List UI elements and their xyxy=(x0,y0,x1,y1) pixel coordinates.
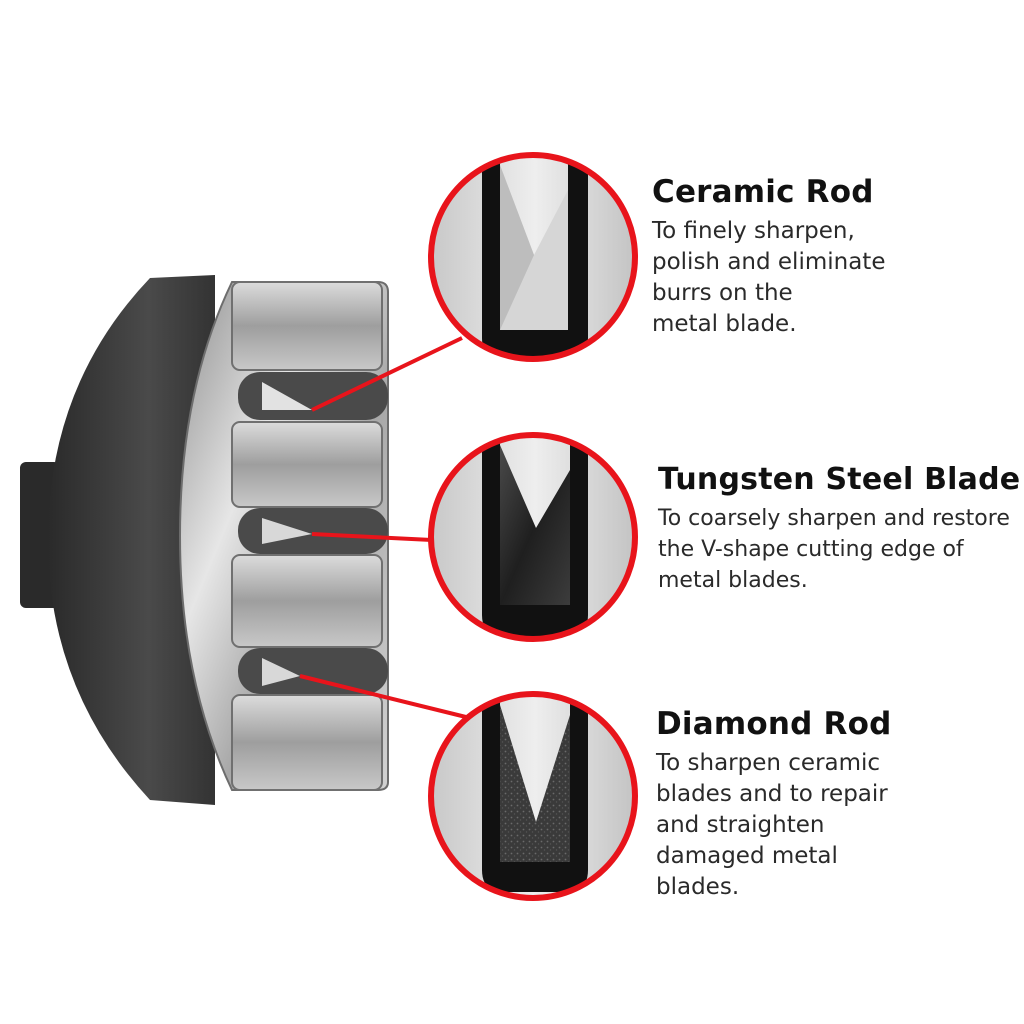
black-housing xyxy=(48,275,215,805)
connector-line-tungsten xyxy=(311,532,433,542)
slot-tungsten xyxy=(238,508,388,554)
feature-title: Diamond Rod xyxy=(656,706,892,742)
connector-line-ceramic xyxy=(311,336,463,412)
finger-middle-lower xyxy=(231,554,383,648)
sharpener-body xyxy=(20,275,389,805)
feature-description: To finely sharpen, polish and eliminate … xyxy=(652,218,886,337)
feature-ceramic-rod: Ceramic Rod To finely sharpen, polish an… xyxy=(652,174,992,340)
slot-ceramic xyxy=(238,372,388,420)
feature-tungsten-steel-blade: Tungsten Steel Blade To coarsely sharpen… xyxy=(658,462,1024,596)
feature-title: Ceramic Rod xyxy=(652,174,874,210)
slot-diamond-rod xyxy=(262,658,300,686)
zoom-circle-ceramic xyxy=(428,152,638,362)
feature-title: Tungsten Steel Blade xyxy=(658,462,1021,497)
feature-description: To coarsely sharpen and restore the V-sh… xyxy=(658,506,1010,593)
feature-diamond-rod: Diamond Rod To sharpen ceramic blades an… xyxy=(656,706,956,903)
connector-line-diamond xyxy=(299,674,471,720)
zoom-circle-tungsten xyxy=(428,432,638,642)
slot-tungsten-blade xyxy=(262,518,312,544)
slot-diamond xyxy=(238,648,388,694)
finger-middle-upper xyxy=(231,421,383,508)
zoom-circle-diamond xyxy=(428,691,638,901)
slot-ceramic-rod xyxy=(262,382,312,410)
feature-description: To sharpen ceramic blades and to repair … xyxy=(656,750,888,900)
finger-bottom xyxy=(231,694,383,791)
finger-top xyxy=(231,281,383,371)
